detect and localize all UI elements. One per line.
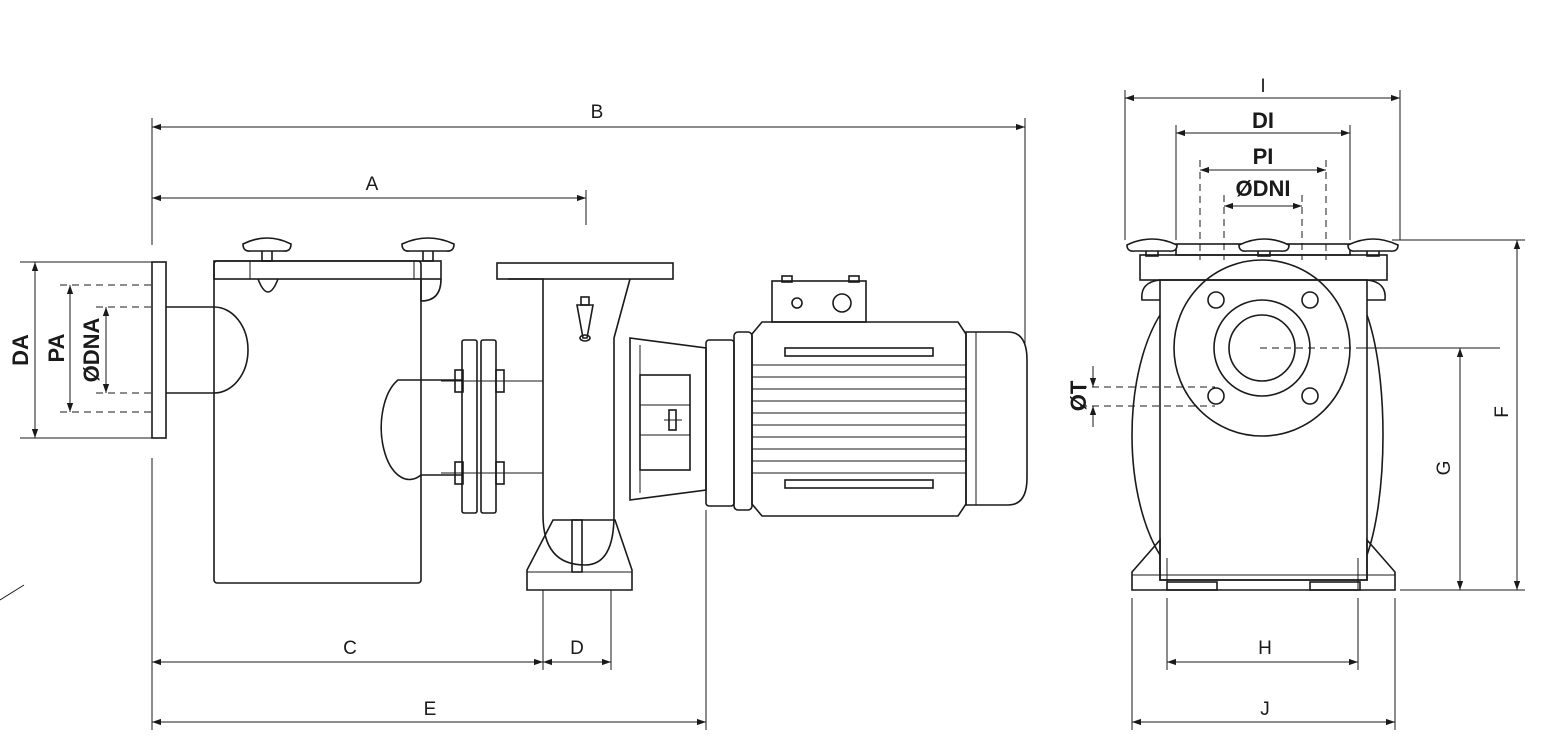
label-i: I — [1260, 76, 1265, 97]
label-g: G — [1434, 461, 1455, 476]
lid-knob-left — [242, 237, 292, 262]
label-e: E — [424, 699, 437, 720]
front-knob-center — [1238, 238, 1290, 257]
label-j: J — [1260, 699, 1270, 720]
front-view — [1080, 90, 1525, 730]
label-c: C — [343, 638, 357, 659]
side-view — [0, 118, 1028, 730]
label-da: DA — [8, 334, 33, 366]
label-h: H — [1258, 638, 1272, 659]
inlet-flange — [1173, 259, 1351, 437]
label-b: B — [591, 102, 604, 123]
label-dni: ØDNI — [1236, 176, 1291, 201]
lid-knob-right — [401, 237, 455, 262]
label-t: ØT — [1066, 380, 1091, 411]
front-knob-right — [1347, 238, 1399, 257]
label-pa: PA — [44, 333, 69, 362]
front-knob-left — [1126, 238, 1178, 257]
label-f: F — [1492, 406, 1513, 418]
label-dna: ØDNA — [79, 318, 104, 383]
label-pi: PI — [1253, 144, 1274, 169]
label-a: A — [366, 174, 379, 195]
label-d: D — [570, 638, 584, 659]
label-di: DI — [1252, 108, 1274, 133]
